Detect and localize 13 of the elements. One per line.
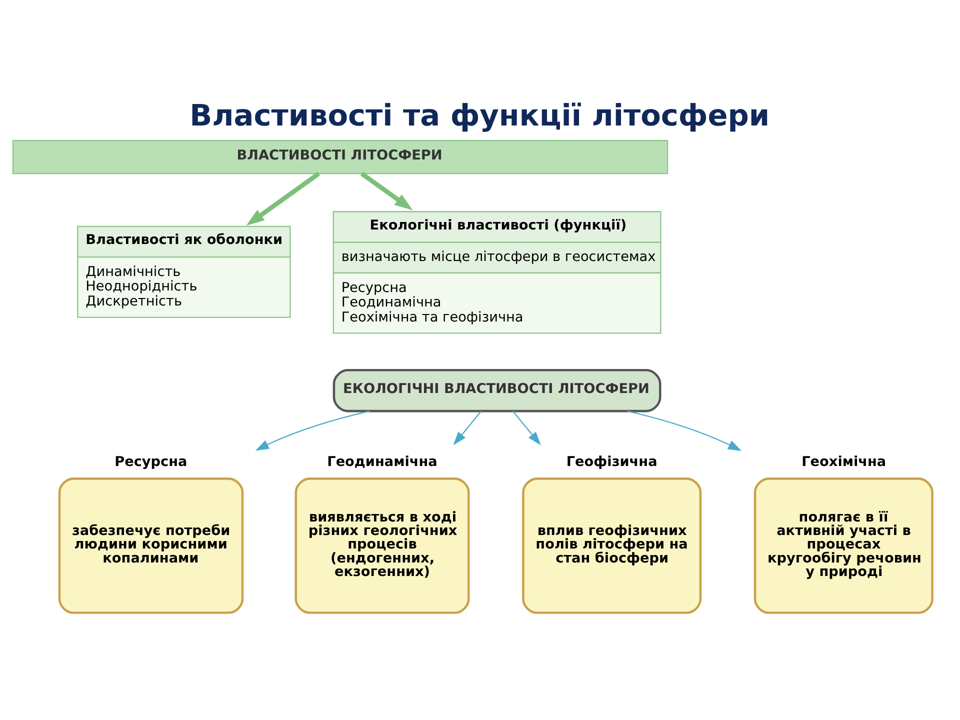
arrow (627, 410, 742, 451)
arrow (246, 171, 320, 226)
arrow (255, 410, 370, 450)
arrow (360, 171, 413, 210)
node-box: ЕКОЛОГІЧНІ ВЛАСТИВОСТІ ЛІТОСФЕРИ (332, 368, 662, 412)
node-box: ВЛАСТИВОСТІ ЛІТОСФЕРИ (12, 140, 668, 174)
node-label: Ресурсна (114, 453, 188, 470)
diagram-title: Властивості та функції літосфери (190, 98, 770, 132)
node-label: Геофізична (566, 453, 658, 470)
node-label: Геохімічна (802, 453, 886, 470)
arrow (512, 410, 541, 445)
node-label: Геодинамічна (327, 453, 438, 470)
arrow (453, 410, 482, 445)
